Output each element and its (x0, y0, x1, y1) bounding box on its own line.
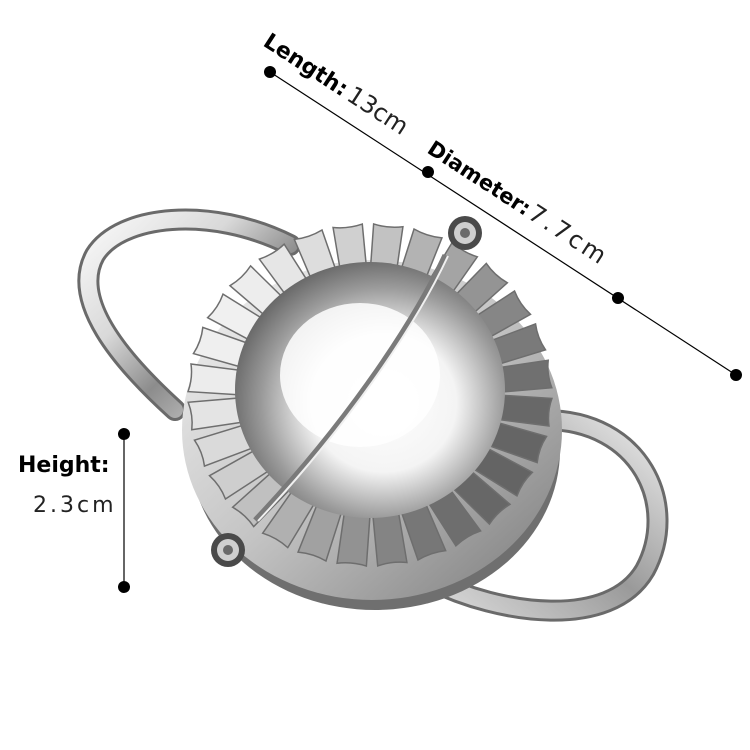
rim-crimp (186, 363, 246, 396)
inner-bowl (235, 262, 505, 518)
right-handle (419, 409, 669, 622)
length-end-dot (730, 369, 742, 381)
left-handle (77, 208, 301, 421)
rim-crimp (193, 423, 256, 468)
diameter-value: 7.7cm (523, 199, 614, 271)
rim-crimp (208, 448, 271, 501)
rim-crimp (493, 359, 553, 394)
rim-crimp (485, 420, 548, 464)
rim-crimp (261, 489, 316, 549)
rim-crimp (494, 394, 554, 427)
top-rivet (448, 216, 482, 250)
crimped-rim (186, 222, 554, 568)
rim-crimp (296, 503, 343, 563)
rim-crimp (336, 512, 371, 568)
svg-text:Length:13cm: Length:13cm (259, 27, 414, 141)
rim-crimp (427, 488, 482, 548)
height-top-dot (118, 428, 130, 440)
rim-crimp (231, 471, 292, 528)
rim-crimp (372, 511, 408, 567)
diameter-start-dot (422, 166, 434, 178)
height-bottom-dot (118, 581, 130, 593)
rim-crimp (470, 446, 534, 498)
height-measure (118, 428, 130, 593)
rim-crimp (450, 469, 512, 526)
rim-crimp (400, 502, 447, 562)
rim-crimp (484, 322, 547, 367)
diameter-end-dot (612, 292, 624, 304)
height-label: Height: (18, 453, 110, 478)
length-label: Length: (259, 29, 353, 102)
bottom-rivet (211, 533, 245, 567)
length-value: 13cm (342, 81, 414, 141)
rim-crimp (192, 326, 255, 370)
rim-crimp (187, 396, 247, 431)
hinge-seam (253, 253, 448, 522)
length-start-dot (264, 66, 276, 78)
height-value: 2.3cm (33, 493, 117, 518)
length-measure (264, 66, 742, 381)
